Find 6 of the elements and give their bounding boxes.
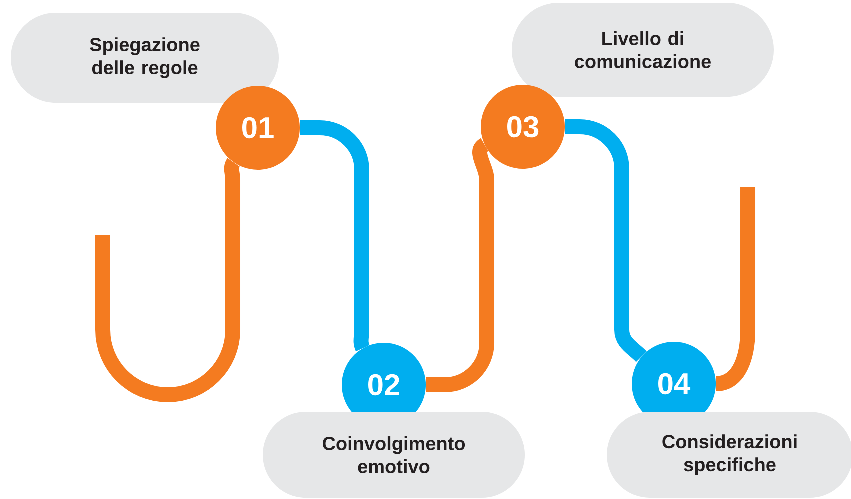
connector-line <box>715 187 756 392</box>
label-pill: Coinvolgimento emotivo <box>263 412 525 498</box>
label-pill: Livello di comunicazione <box>512 3 774 97</box>
connector-line <box>96 160 241 402</box>
label-pill: Spiegazione delle regole <box>11 13 279 103</box>
label-pill: Considerazioni specifiche <box>607 412 851 498</box>
